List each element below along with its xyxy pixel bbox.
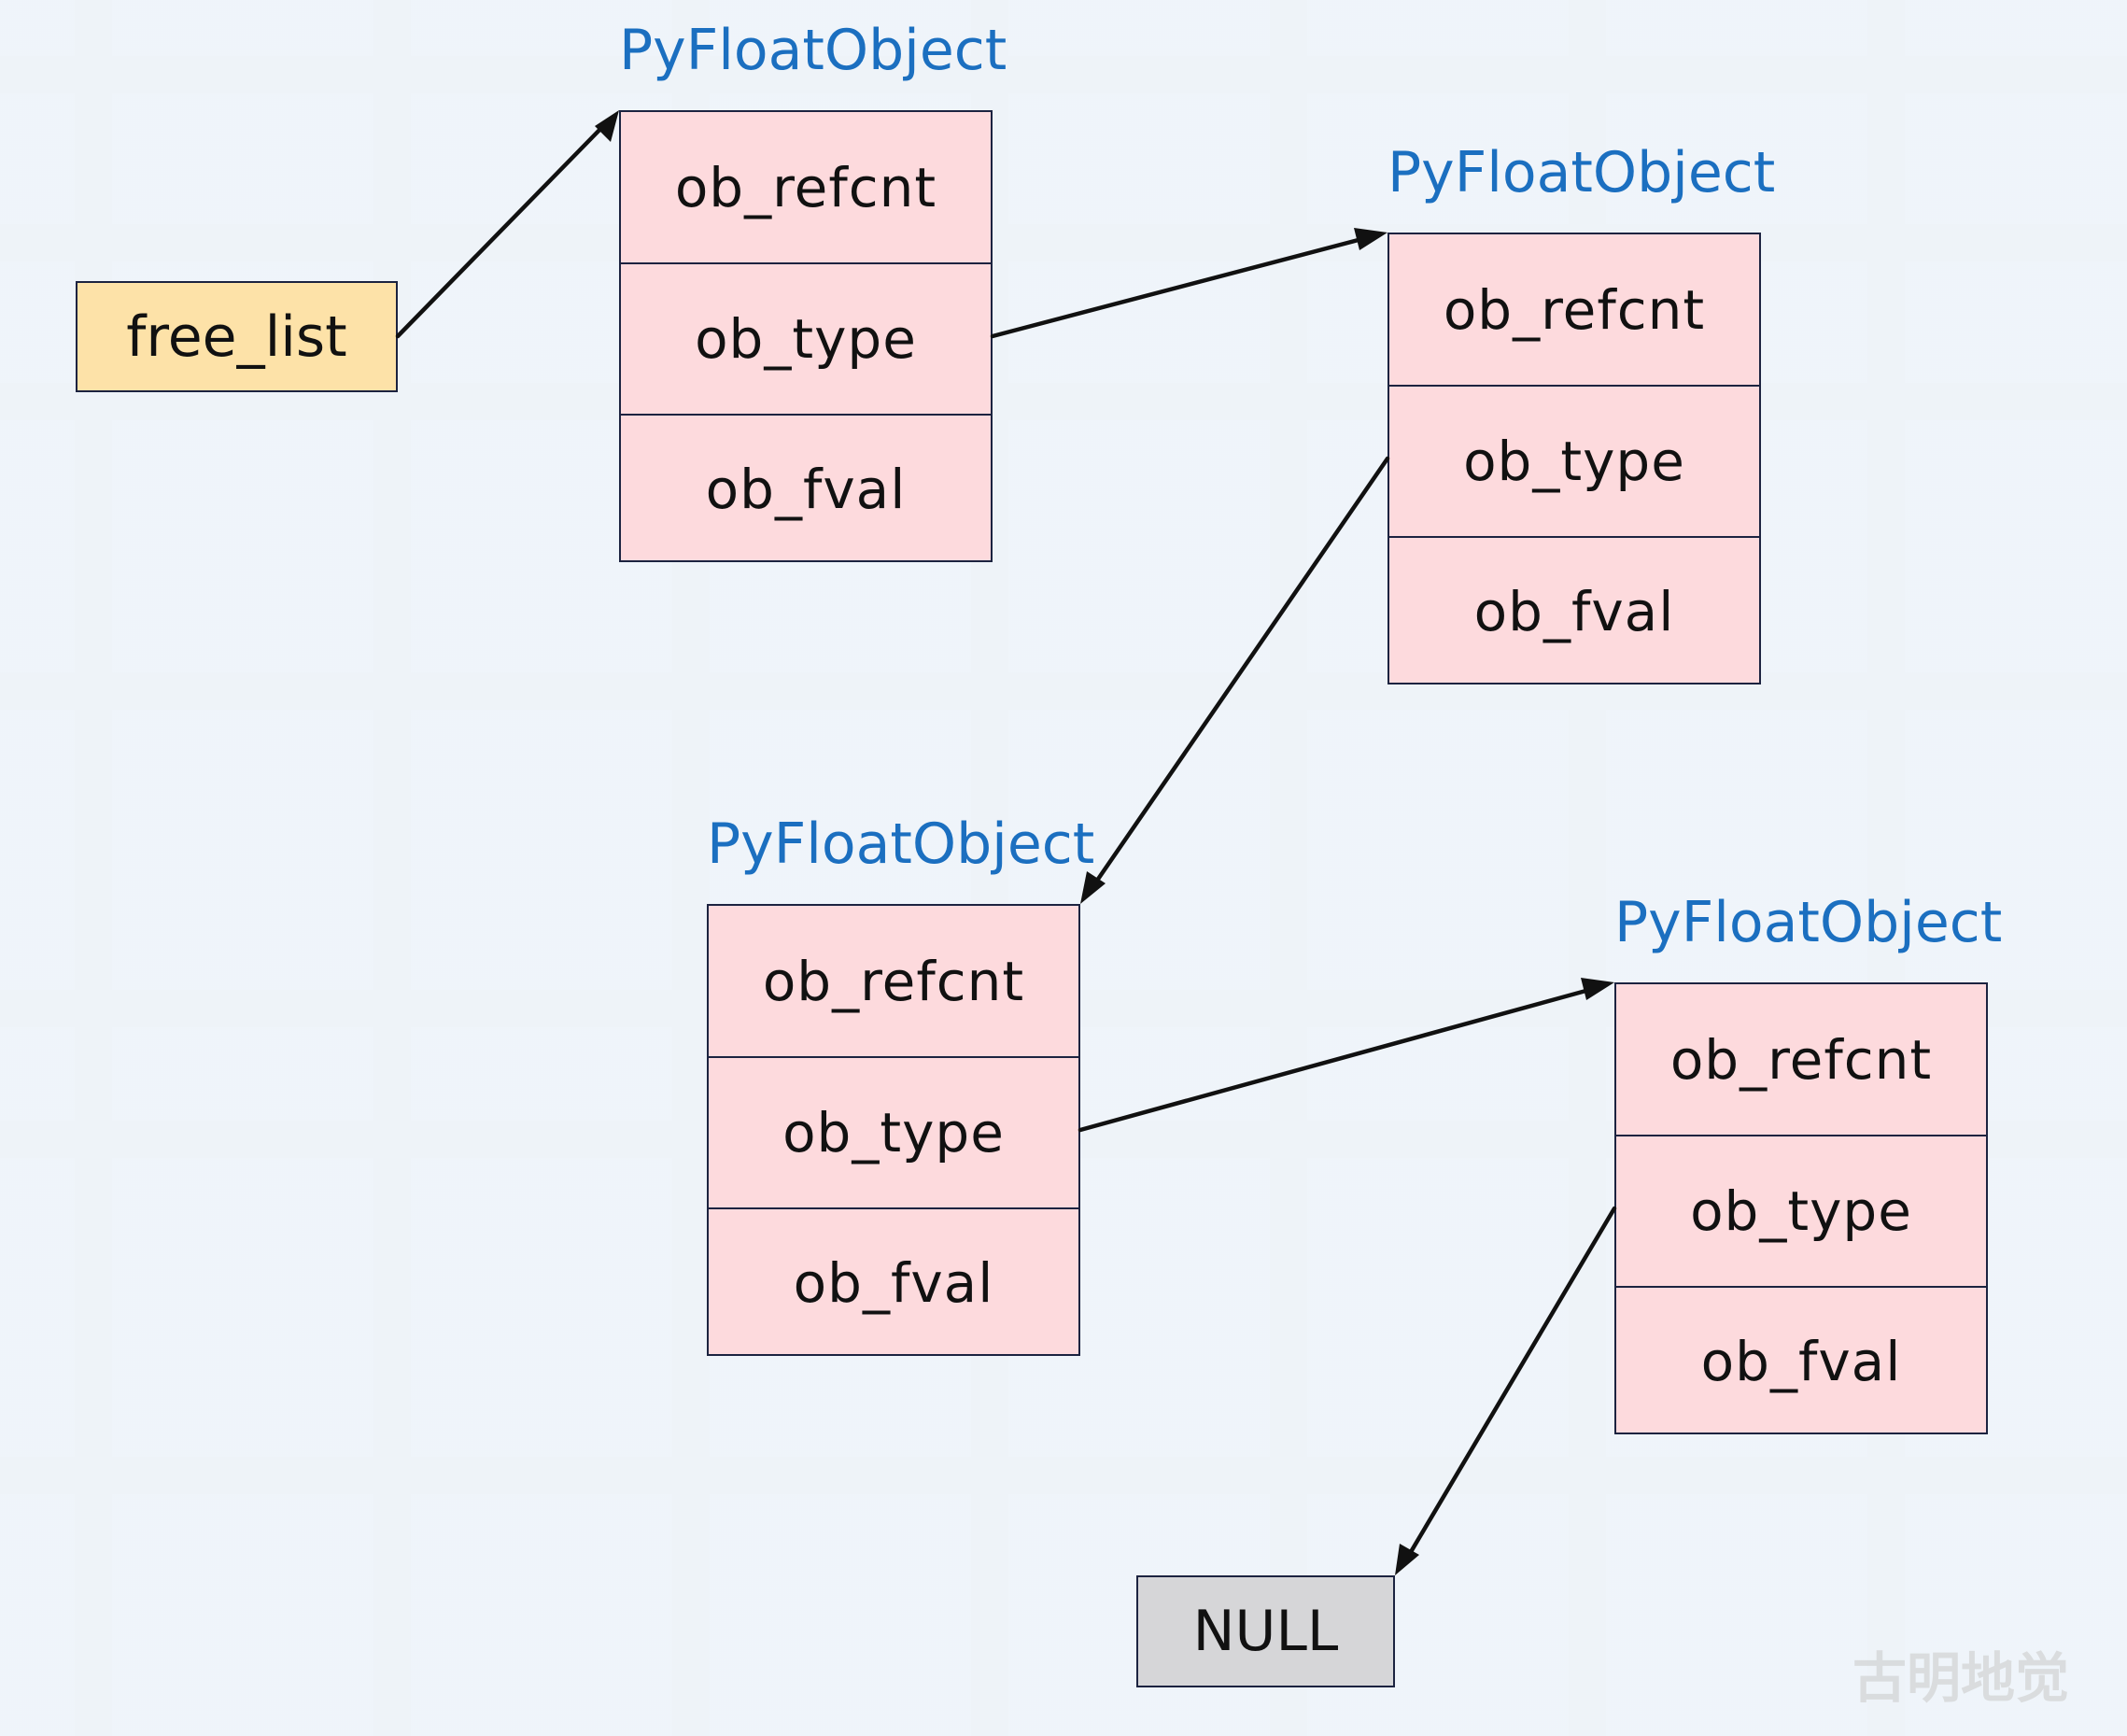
object-2-title: PyFloatObject bbox=[1387, 140, 1776, 205]
object-2-field-refcnt: ob_refcnt bbox=[1443, 277, 1706, 342]
object-4-field-type: ob_type bbox=[1616, 1135, 1986, 1285]
object-3-field-refcnt: ob_refcnt bbox=[762, 949, 1025, 1013]
pyfloatobject-3: ob_refcnt ob_type ob_fval bbox=[707, 904, 1080, 1356]
object-4-field-refcnt: ob_refcnt bbox=[1669, 1027, 1933, 1092]
pyfloatobject-2: ob_refcnt ob_type ob_fval bbox=[1387, 233, 1761, 685]
null-box: NULL bbox=[1136, 1575, 1395, 1687]
object-3-title: PyFloatObject bbox=[707, 812, 1095, 877]
object-3-field-fval: ob_fval bbox=[709, 1207, 1078, 1358]
free-list-box: free_list bbox=[76, 281, 398, 392]
object-4-field-fval: ob_fval bbox=[1616, 1285, 1986, 1436]
object-4-title: PyFloatObject bbox=[1614, 890, 2003, 955]
pyfloatobject-4: ob_refcnt ob_type ob_fval bbox=[1614, 982, 1988, 1434]
object-1-field-refcnt: ob_refcnt bbox=[674, 155, 937, 219]
object-3-field-type: ob_type bbox=[709, 1056, 1078, 1207]
object-1-field-type: ob_type bbox=[621, 262, 991, 413]
watermark: 古明地觉 bbox=[1852, 1646, 2069, 1710]
object-1-field-fval: ob_fval bbox=[621, 413, 991, 564]
object-2-field-type: ob_type bbox=[1389, 385, 1759, 535]
pyfloatobject-1: ob_refcnt ob_type ob_fval bbox=[619, 110, 993, 562]
object-1-title: PyFloatObject bbox=[619, 18, 1007, 83]
object-2-field-fval: ob_fval bbox=[1389, 535, 1759, 686]
